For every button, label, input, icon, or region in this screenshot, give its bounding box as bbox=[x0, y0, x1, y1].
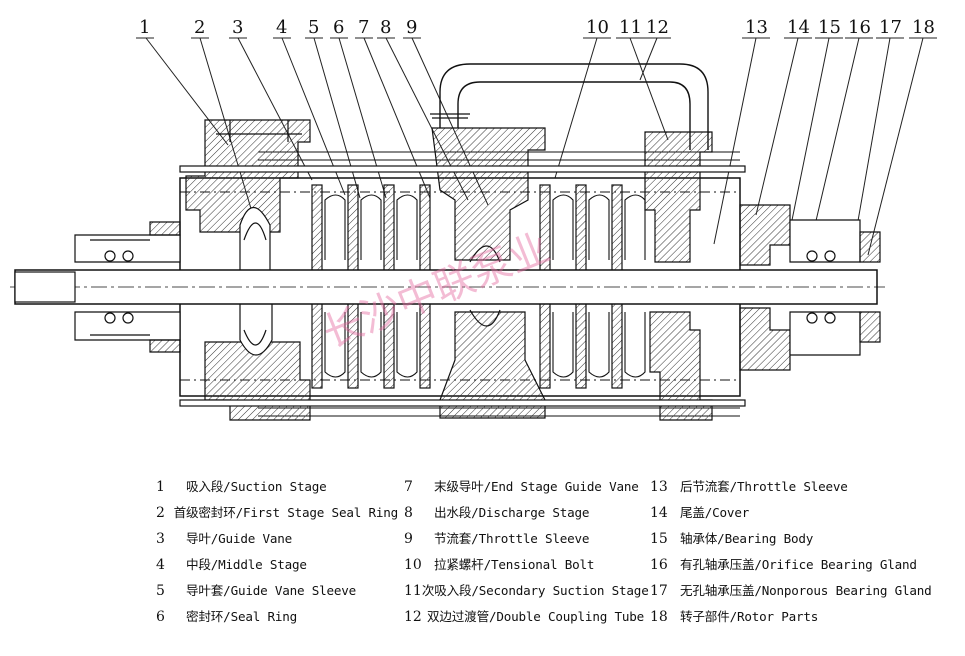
legend-text: 拉紧螺杆/Tensional Bolt bbox=[434, 557, 595, 572]
legend-number: 18 bbox=[650, 609, 668, 625]
legend-text: 密封环/Seal Ring bbox=[186, 609, 298, 624]
legend-text: 中段/Middle Stage bbox=[186, 557, 307, 572]
legend-text: 末级导叶/End Stage Guide Vane bbox=[434, 479, 639, 494]
legend-text: 转子部件/Rotor Parts bbox=[680, 609, 819, 624]
legend-text: 吸入段/Suction Stage bbox=[186, 479, 327, 494]
legend-item: 10 拉紧螺杆/Tensional Bolt bbox=[398, 554, 644, 576]
legend-item: 13 后节流套/Throttle Sleeve bbox=[644, 476, 944, 498]
callout-label: 12 bbox=[646, 17, 669, 38]
legend-item: 14 尾盖/Cover bbox=[644, 502, 944, 524]
legend-number: 12 bbox=[404, 609, 422, 625]
legend-item: 1 吸入段/Suction Stage bbox=[150, 476, 398, 498]
legend-number: 6 bbox=[156, 609, 165, 625]
legend-number: 15 bbox=[650, 531, 668, 547]
secondary-suction-stage bbox=[644, 131, 713, 263]
tie-bolt-bottom bbox=[179, 399, 746, 407]
callout-label: 10 bbox=[586, 17, 609, 38]
legend-number: 11 bbox=[404, 583, 422, 599]
callout-label: 3 bbox=[232, 17, 243, 38]
legend-number: 9 bbox=[404, 531, 413, 547]
callout-label: 9 bbox=[406, 17, 417, 38]
legend-item: 8 出水段/Discharge Stage bbox=[398, 502, 644, 524]
legend-number: 14 bbox=[650, 505, 668, 521]
discharge-stage bbox=[431, 127, 546, 261]
legend-item: 3 导叶/Guide Vane bbox=[150, 528, 398, 550]
first-impeller bbox=[239, 206, 273, 356]
callout-label: 13 bbox=[745, 17, 768, 38]
legend-item: 12 双边过渡管/Double Coupling Tube bbox=[398, 606, 644, 628]
legend-number: 3 bbox=[156, 531, 165, 547]
callout-label: 17 bbox=[879, 17, 902, 38]
callout-labels: 1 2 3 4 5 6 7 8 9 10 11 12 13 14 15 16 1… bbox=[139, 17, 935, 38]
legend-text: 尾盖/Cover bbox=[680, 505, 750, 520]
legend-text: 后节流套/Throttle Sleeve bbox=[680, 479, 848, 494]
pump-assembly bbox=[10, 63, 885, 421]
legend-number: 17 bbox=[650, 583, 668, 599]
legend-number: 10 bbox=[404, 557, 422, 573]
legend-item: 16 有孔轴承压盖/Orifice Bearing Gland bbox=[644, 554, 944, 576]
legend-item: 5 导叶套/Guide Vane Sleeve bbox=[150, 580, 398, 602]
callout-label: 16 bbox=[848, 17, 871, 38]
legend-item: 7 末级导叶/End Stage Guide Vane bbox=[398, 476, 644, 498]
legend-item: 4 中段/Middle Stage bbox=[150, 554, 398, 576]
legend-number: 5 bbox=[156, 583, 165, 599]
legend-item: 18 转子部件/Rotor Parts bbox=[644, 606, 944, 628]
legend-number: 2 bbox=[156, 505, 165, 521]
legend-text: 出水段/Discharge Stage bbox=[434, 505, 590, 520]
callout-label: 15 bbox=[818, 17, 841, 38]
legend-number: 8 bbox=[404, 505, 413, 521]
legend-item: 17 无孔轴承压盖/Nonporous Bearing Gland bbox=[644, 580, 944, 602]
callout-label: 1 bbox=[139, 17, 150, 38]
legend-text: 轴承体/Bearing Body bbox=[680, 531, 814, 546]
legend-number: 4 bbox=[156, 557, 165, 573]
legend-item: 15 轴承体/Bearing Body bbox=[644, 528, 944, 550]
legend-number: 16 bbox=[650, 557, 668, 573]
pump-cross-section-drawing: 1 2 3 4 5 6 7 8 9 10 11 12 13 14 15 16 1… bbox=[10, 17, 937, 421]
double-coupling-tube bbox=[439, 63, 709, 150]
legend-item: 6 密封环/Seal Ring bbox=[150, 606, 398, 628]
leader-lines bbox=[136, 37, 937, 256]
parts-legend: 1 吸入段/Suction Stage 2 首级密封环/First Stage Se… bbox=[150, 476, 950, 628]
callout-label: 6 bbox=[333, 17, 344, 38]
legend-number: 7 bbox=[404, 479, 413, 495]
legend-text: 有孔轴承压盖/Orifice Bearing Gland bbox=[680, 557, 917, 572]
callout-label: 11 bbox=[619, 17, 642, 38]
middle-stages-left bbox=[311, 184, 431, 389]
legend-text: 首级密封环/First Stage Seal Ring bbox=[173, 505, 399, 520]
legend-text: 无孔轴承压盖/Nonporous Bearing Gland bbox=[680, 583, 932, 598]
callout-label: 4 bbox=[276, 17, 287, 38]
suction-stage bbox=[185, 119, 311, 233]
legend-text: 导叶/Guide Vane bbox=[186, 531, 292, 546]
legend-text: 双边过渡管/Double Coupling Tube bbox=[427, 609, 644, 624]
legend-text: 次吸入段/Secondary Suction Stage bbox=[421, 583, 649, 598]
callout-label: 7 bbox=[358, 17, 369, 38]
callout-label: 2 bbox=[194, 17, 205, 38]
callout-label: 8 bbox=[380, 17, 391, 38]
legend-text: 导叶套/Guide Vane Sleeve bbox=[186, 583, 357, 598]
legend-number: 1 bbox=[156, 479, 165, 495]
legend-number: 13 bbox=[650, 479, 668, 495]
legend-item: 9 节流套/Throttle Sleeve bbox=[398, 528, 644, 550]
legend-text: 节流套/Throttle Sleeve bbox=[434, 531, 590, 546]
callout-label: 14 bbox=[787, 17, 810, 38]
callout-label: 5 bbox=[308, 17, 319, 38]
callout-label: 18 bbox=[912, 17, 935, 38]
tie-bolt-top bbox=[179, 165, 746, 173]
bearing-gland-right bbox=[859, 231, 881, 343]
legend-item: 2 首级密封环/First Stage Seal Ring bbox=[150, 502, 398, 524]
